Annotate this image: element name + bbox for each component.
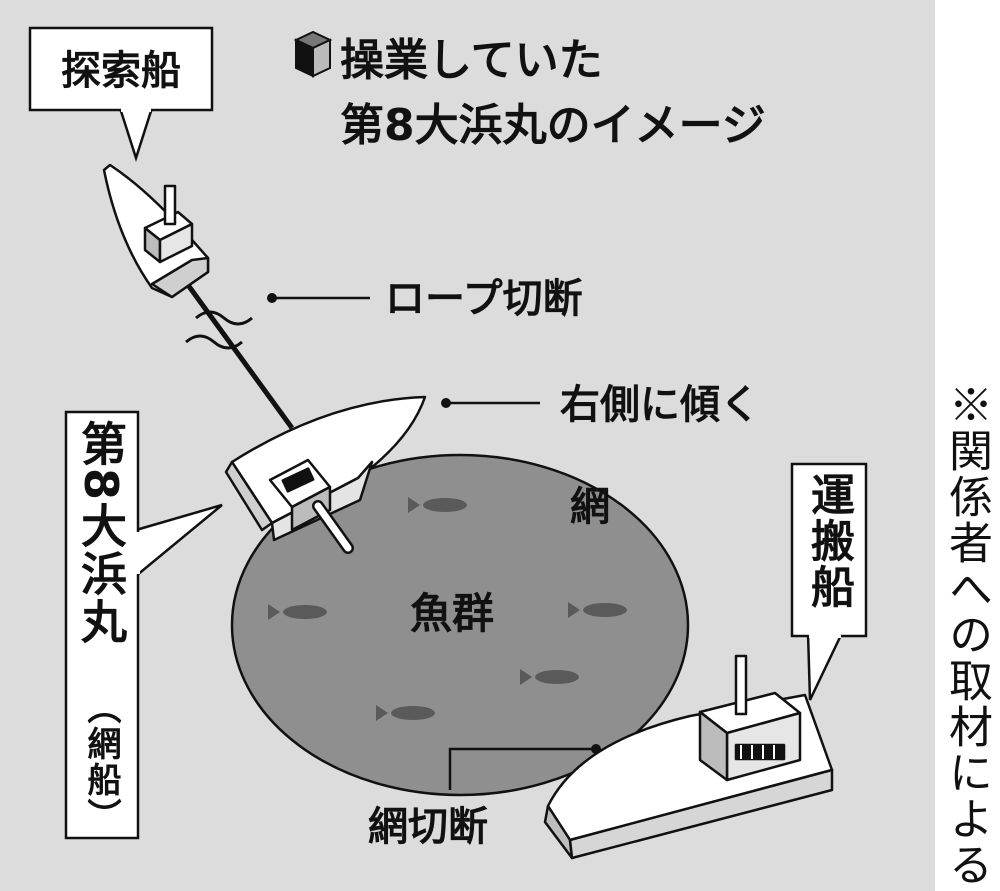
tilt-right-label: 右側に傾く [560, 382, 760, 428]
carrier-ship-label: 運搬船 [803, 472, 854, 610]
fish-group [268, 497, 627, 721]
daihama-maru-ship [224, 395, 427, 554]
wavy-break-icon [185, 310, 253, 350]
carrier-ship [543, 654, 834, 860]
fish-icon [268, 604, 327, 620]
source-note: ※関係者への取材による [941, 382, 992, 888]
search-ship-callout: 探索船 [28, 26, 214, 163]
rope-cut-label: ロープ切断 [385, 276, 583, 322]
title-line2: 第8大浜丸のイメージ [340, 100, 766, 151]
daihama-maru-sub-label: （網船） [81, 690, 121, 834]
search-ship [102, 163, 210, 299]
fish-icon [568, 602, 627, 618]
net-cut-label: 網切断 [368, 804, 488, 850]
net-label: 網 [570, 484, 610, 530]
daihama-maru-callout [64, 410, 223, 840]
daihama-maru-label: 第8大浜丸 [74, 420, 128, 647]
fish-icon [520, 669, 579, 685]
fish-school-label: 魚群 [410, 589, 494, 638]
rope [185, 283, 295, 430]
cube-icon [293, 30, 333, 78]
title-line1: 操業していた [340, 35, 603, 86]
fish-icon [376, 705, 435, 721]
carrier-ship-callout [790, 462, 868, 701]
search-ship-label: 探索船 [61, 48, 181, 94]
fish-icon [408, 497, 467, 513]
